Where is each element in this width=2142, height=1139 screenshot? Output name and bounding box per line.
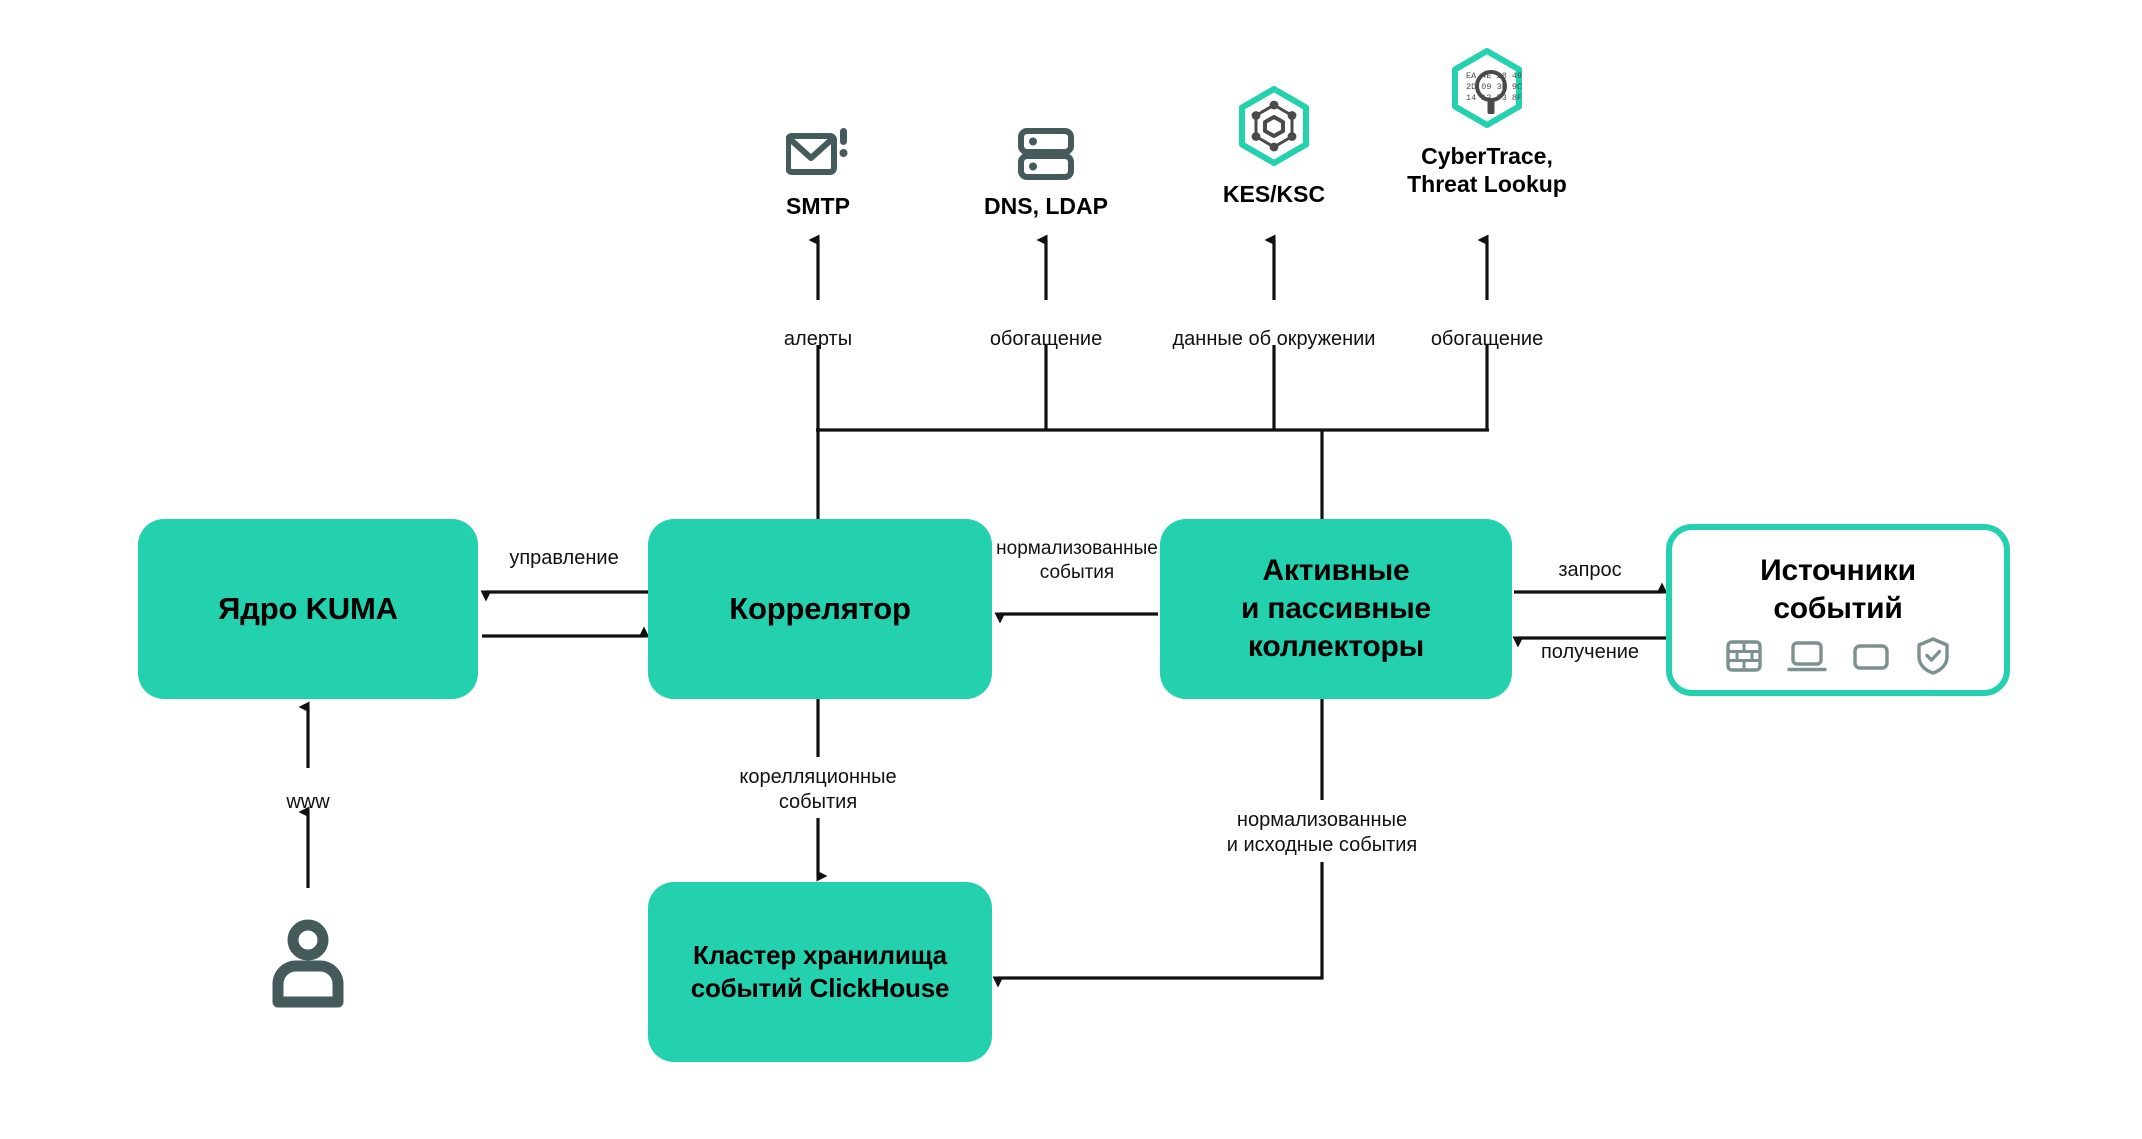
monitor-icon (1851, 637, 1891, 675)
edge-label-management: управление (509, 547, 619, 569)
node-correlator[interactable]: Коррелятор (648, 519, 992, 699)
node-label: Источники событий (1760, 554, 1916, 626)
service-smtp[interactable]: SMTP (718, 96, 918, 220)
service-cybertrace[interactable]: EA 4E 28 49 2D 09 3B 9C 14 13 F3 8F Cybe… (1387, 46, 1587, 198)
kaspersky-hexagon-icon (1174, 84, 1374, 170)
svg-text:EA 4E 28 49: EA 4E 28 49 (1466, 71, 1522, 81)
node-label: Коррелятор (729, 591, 911, 627)
mail-alert-icon (718, 96, 918, 182)
service-label: KES/KSC (1222, 181, 1326, 207)
edge-label-www: www (286, 791, 330, 813)
node-label: Ядро KUMA (218, 591, 398, 627)
shield-check-icon (1915, 636, 1951, 676)
node-event-sources[interactable]: Источники событий (1666, 524, 2010, 696)
service-dns-ldap[interactable]: DNS, LDAP (946, 96, 1146, 220)
service-label: SMTP (786, 193, 850, 219)
service-kes-ksc[interactable]: KES/KSC (1174, 84, 1374, 208)
node-kuma-core[interactable]: Ядро KUMA (138, 519, 478, 699)
edge-label-correlation-events: корелляционные события (739, 766, 897, 813)
edge-label-enrichment-dns: обогащение (989, 328, 1103, 350)
threat-lookup-hexagon-icon: EA 4E 28 49 2D 09 3B 9C 14 13 F3 8F (1387, 46, 1587, 132)
edge-label-request: запрос (1558, 559, 1622, 581)
edge-label-environment-data: данные об окружении (1172, 328, 1376, 350)
user-person-icon (266, 918, 350, 1013)
edge-label-normalized-raw-events: нормализованные и исходные события (1226, 809, 1418, 856)
svg-text:2D 09 3B 9C: 2D 09 3B 9C (1466, 82, 1522, 92)
edge-label-normalized-events: нормализованные события (996, 538, 1158, 583)
service-label: CyberTrace, Threat Lookup (1407, 143, 1567, 198)
laptop-icon (1787, 637, 1827, 675)
node-clickhouse-cluster[interactable]: Кластер хранилища событий ClickHouse (648, 882, 992, 1062)
node-label: Кластер хранилища событий ClickHouse (690, 939, 950, 1003)
node-collectors[interactable]: Активные и пассивные коллекторы (1160, 519, 1512, 699)
edge-label-enrichment-cybertrace: обогащение (1430, 328, 1544, 350)
edge-label-alerts: алерты (783, 328, 853, 350)
server-rack-icon (946, 96, 1146, 182)
edge-label-receive: получение (1540, 641, 1640, 663)
node-label: Активные и пассивные коллекторы (1240, 553, 1432, 664)
edge-collectors-to-clickhouse (992, 862, 1324, 988)
firewall-icon (1725, 637, 1763, 675)
service-label: DNS, LDAP (984, 193, 1108, 219)
source-icons-row (1725, 636, 1951, 676)
